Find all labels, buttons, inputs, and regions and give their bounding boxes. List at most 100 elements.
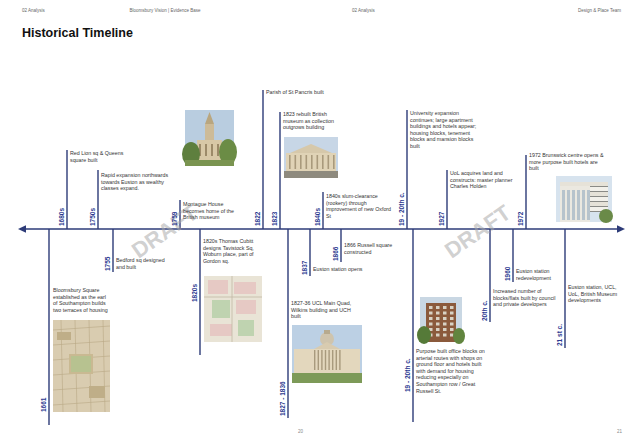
picture-part	[429, 312, 433, 315]
date-label: 1755	[105, 257, 112, 271]
picture-part	[289, 155, 291, 169]
picture-part	[562, 190, 565, 220]
date-label: 1972	[518, 212, 525, 226]
picture-part	[328, 350, 329, 370]
picture-part	[443, 323, 447, 326]
picture-part	[53, 326, 110, 330]
picture-part	[336, 350, 337, 370]
timeline-tick	[287, 229, 288, 418]
picture-part	[339, 350, 340, 370]
date-label: 19 - 20th c.	[405, 358, 412, 392]
event-text: Red Lion sq & Queens square built	[70, 150, 132, 163]
timeline-tick	[446, 170, 447, 229]
picture-part	[300, 155, 302, 169]
date-label: 1822	[255, 212, 262, 226]
event-text: Montague House becomes home of the Briti…	[183, 201, 245, 221]
picture-part	[71, 356, 91, 372]
event-text: 1827-36 UCL Main Quad, Wilkins building …	[291, 300, 359, 320]
header-text: Design & Place Team	[500, 8, 621, 13]
date-label: 1661	[41, 398, 48, 412]
picture-part	[294, 349, 360, 373]
picture-part	[322, 155, 324, 169]
event-text: Increased number of blocks/flats built b…	[493, 288, 557, 308]
event-text: Purpose built office blocks on arterial …	[416, 348, 486, 394]
picture-part	[333, 155, 335, 169]
date-label: 1960	[505, 267, 512, 281]
photo-sky	[284, 137, 338, 178]
date-label: 1680s	[59, 208, 66, 226]
museum-photo	[284, 137, 338, 178]
header-text: Bloomsbury Vision | Evidence Base	[100, 8, 230, 13]
timeline-tick	[48, 229, 49, 425]
photo-sky	[292, 325, 362, 383]
picture-part	[238, 320, 254, 336]
picture-part	[436, 312, 440, 315]
timeline-tick	[322, 192, 323, 229]
picture-part	[89, 386, 105, 398]
timeline-tick	[199, 229, 200, 355]
event-text: UoL acquires land and constructs: master…	[450, 170, 516, 190]
picture-part	[204, 297, 262, 298]
picture-part	[314, 342, 340, 349]
timeline-tick	[406, 110, 407, 229]
picture-part	[69, 354, 93, 374]
picture-part	[587, 190, 590, 220]
map-paper	[204, 276, 262, 342]
picture-part	[417, 326, 431, 344]
page-number: 21	[617, 430, 622, 435]
date-label: 21 st c.	[557, 324, 564, 346]
picture-part	[205, 112, 214, 124]
timeline-tick	[525, 155, 526, 229]
picture-part	[57, 332, 71, 340]
picture-part	[210, 324, 232, 336]
event-text: Bedford sq designed and built	[116, 257, 166, 270]
date-label: 1820s	[192, 284, 199, 302]
timeline-tick	[309, 229, 310, 276]
picture-part	[599, 209, 613, 223]
date-label: 19 - 20th c.	[399, 192, 406, 226]
picture-part	[453, 328, 465, 344]
timeline-tick	[340, 229, 341, 262]
picture-part	[311, 155, 313, 169]
event-text: Euston station opens	[313, 266, 373, 273]
map-paper	[53, 320, 110, 412]
picture-part	[328, 155, 330, 169]
picture-part	[295, 155, 297, 169]
picture-part	[429, 323, 433, 326]
picture-part	[286, 153, 336, 171]
page-number: 20	[298, 430, 303, 435]
picture-part	[103, 320, 105, 412]
date-label: 1927	[439, 212, 446, 226]
timeline-tick	[112, 229, 113, 272]
timeline-tick	[66, 150, 67, 229]
event-text: 1840s slum-clearance (rookery) through i…	[326, 193, 394, 219]
date-label: 1837	[302, 261, 309, 275]
event-text: Rapid expansion northwards towards Eusto…	[101, 172, 173, 192]
picture-part	[292, 373, 362, 383]
picture-part	[436, 306, 440, 309]
picture-part	[436, 317, 440, 320]
date-label: 20th c.	[482, 300, 489, 321]
picture-part	[324, 330, 330, 334]
date-label: 1866	[333, 247, 340, 261]
picture-part	[211, 144, 213, 156]
timeline-tick	[412, 229, 413, 422]
header-text: 02 Analysis	[352, 8, 375, 13]
event-text: Parish of St Pancris built	[266, 89, 328, 96]
axis-arrowhead	[18, 225, 26, 233]
event-text: Euston station, UCL, UoL, British Museum…	[568, 284, 624, 304]
timeline-tick	[97, 170, 98, 229]
page-title: Historical Timeline	[22, 26, 133, 41]
date-label: 1827 - 1836	[280, 381, 287, 416]
event-text: 1972 Brunswick centre opens & more purpo…	[529, 152, 605, 172]
picture-part	[450, 317, 454, 320]
picture-part	[450, 323, 454, 326]
picture-part	[185, 160, 234, 166]
event-text: University expansion continues; large ap…	[410, 110, 482, 150]
picture-part	[450, 328, 454, 331]
picture-part	[53, 401, 110, 405]
picture-part	[443, 306, 447, 309]
picture-part	[443, 328, 447, 331]
